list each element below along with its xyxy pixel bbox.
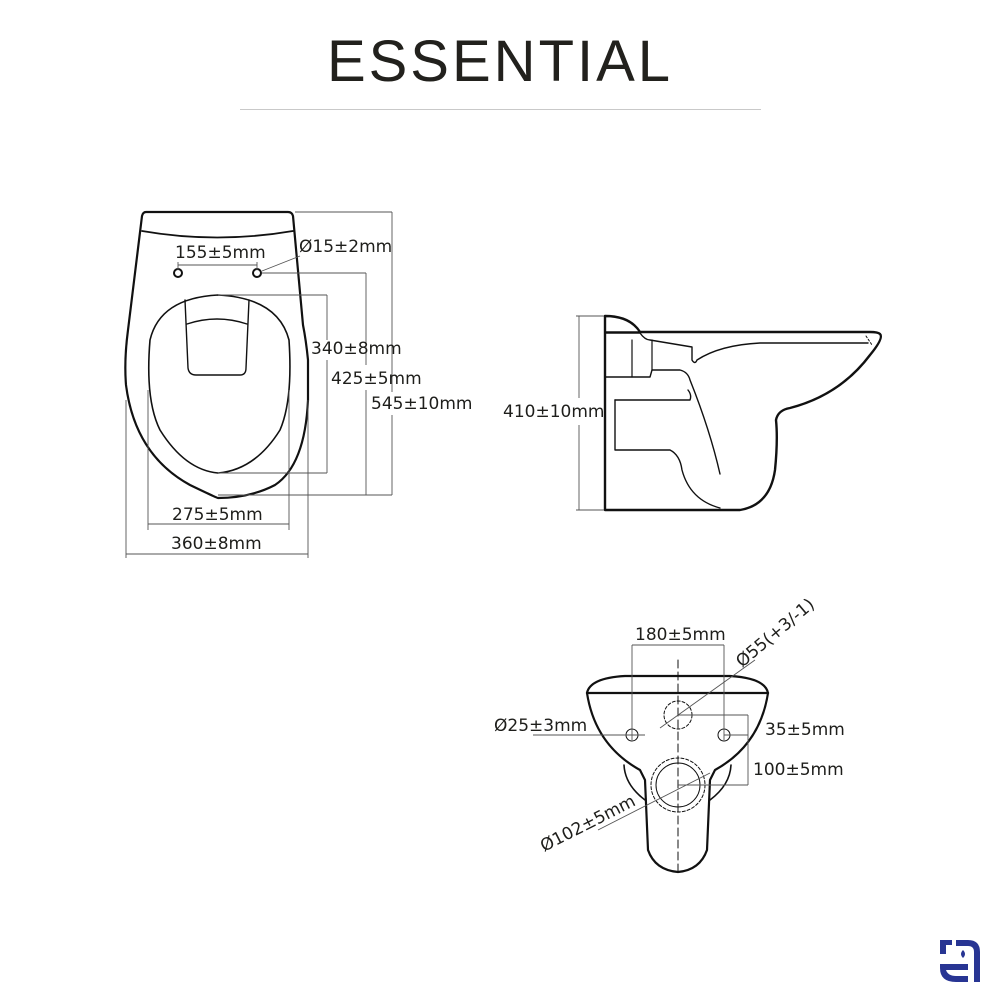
dim-bolt-diameter: Ø25±3mm [494, 716, 587, 736]
dim-outlet-diameter: Ø102±5mm [537, 791, 639, 856]
dim-outlet-offset: 100±5mm [753, 760, 844, 780]
dim-hole-to-front: 425±5mm [331, 369, 422, 389]
dim-bolt-spacing: 180±5mm [635, 625, 726, 645]
dim-total-length: 545±10mm [371, 394, 472, 414]
dim-bowl-length: 340±8mm [311, 339, 402, 359]
dim-hole-spacing: 155±5mm [175, 243, 266, 263]
title-divider [240, 109, 761, 110]
brand-logo-icon [940, 940, 980, 982]
dim-inlet-diameter: Ø55(+3/-1) [732, 595, 818, 672]
side-view [603, 314, 883, 512]
back-view [585, 659, 770, 876]
dim-height: 410±10mm [503, 402, 604, 422]
dim-inlet-offset: 35±5mm [765, 720, 845, 740]
dim-bowl-width: 275±5mm [172, 505, 263, 525]
page-title: ESSENTIAL [326, 29, 674, 94]
dim-total-width: 360±8mm [171, 534, 262, 554]
dim-hole-diameter: Ø15±2mm [299, 237, 392, 257]
